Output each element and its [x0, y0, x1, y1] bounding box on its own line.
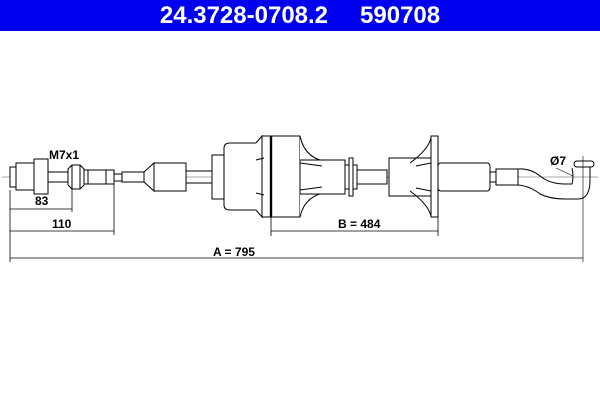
diameter-label: Ø7: [550, 154, 566, 168]
dimension-a: A = 795: [213, 245, 255, 259]
left-end-fitting: [9, 158, 187, 195]
part-number: 24.3728-0708.2: [159, 2, 329, 29]
dimension-83: 83: [35, 194, 49, 208]
right-end-fitting: [437, 156, 595, 262]
adjuster-body: [211, 134, 439, 219]
reference-number: 590708: [360, 2, 441, 29]
title-bar: 24.3728-0708.2 590708: [0, 0, 600, 31]
dimension-110: 110: [52, 217, 72, 231]
dimension-b: B = 484: [338, 217, 381, 231]
thread-label: M7x1: [49, 148, 79, 162]
dimension-lines: [9, 184, 583, 262]
